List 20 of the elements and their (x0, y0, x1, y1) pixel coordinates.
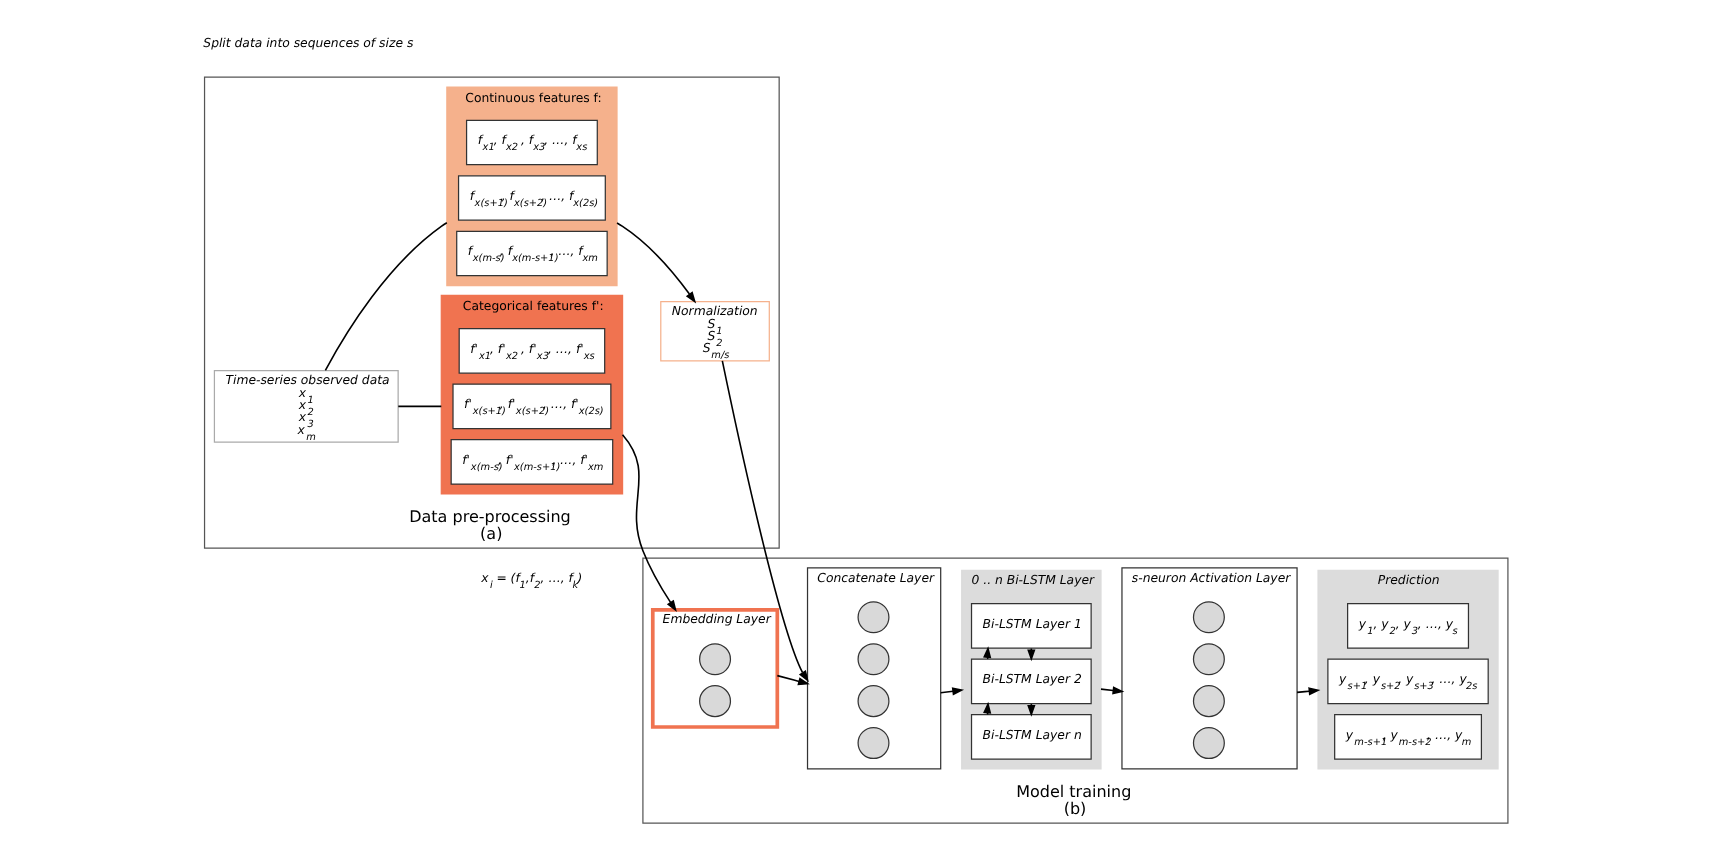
node-circle (857, 726, 890, 759)
connector (397, 404, 443, 407)
arrow (1027, 702, 1036, 716)
arrow (1100, 685, 1125, 694)
arrow (721, 359, 809, 682)
node-circle (1192, 642, 1225, 675)
node-circle (1192, 600, 1225, 633)
arrow (983, 700, 992, 715)
node-circle (1192, 726, 1225, 759)
arrow (776, 673, 810, 685)
arrow (616, 221, 697, 303)
arrow (1296, 686, 1321, 695)
node-circle (857, 684, 890, 717)
node-circle (857, 642, 890, 675)
node-circle (699, 642, 732, 675)
node-circle (857, 600, 890, 633)
node-circle (699, 684, 732, 717)
arrow (621, 432, 677, 611)
node-circle (1192, 684, 1225, 717)
connector (324, 220, 448, 371)
